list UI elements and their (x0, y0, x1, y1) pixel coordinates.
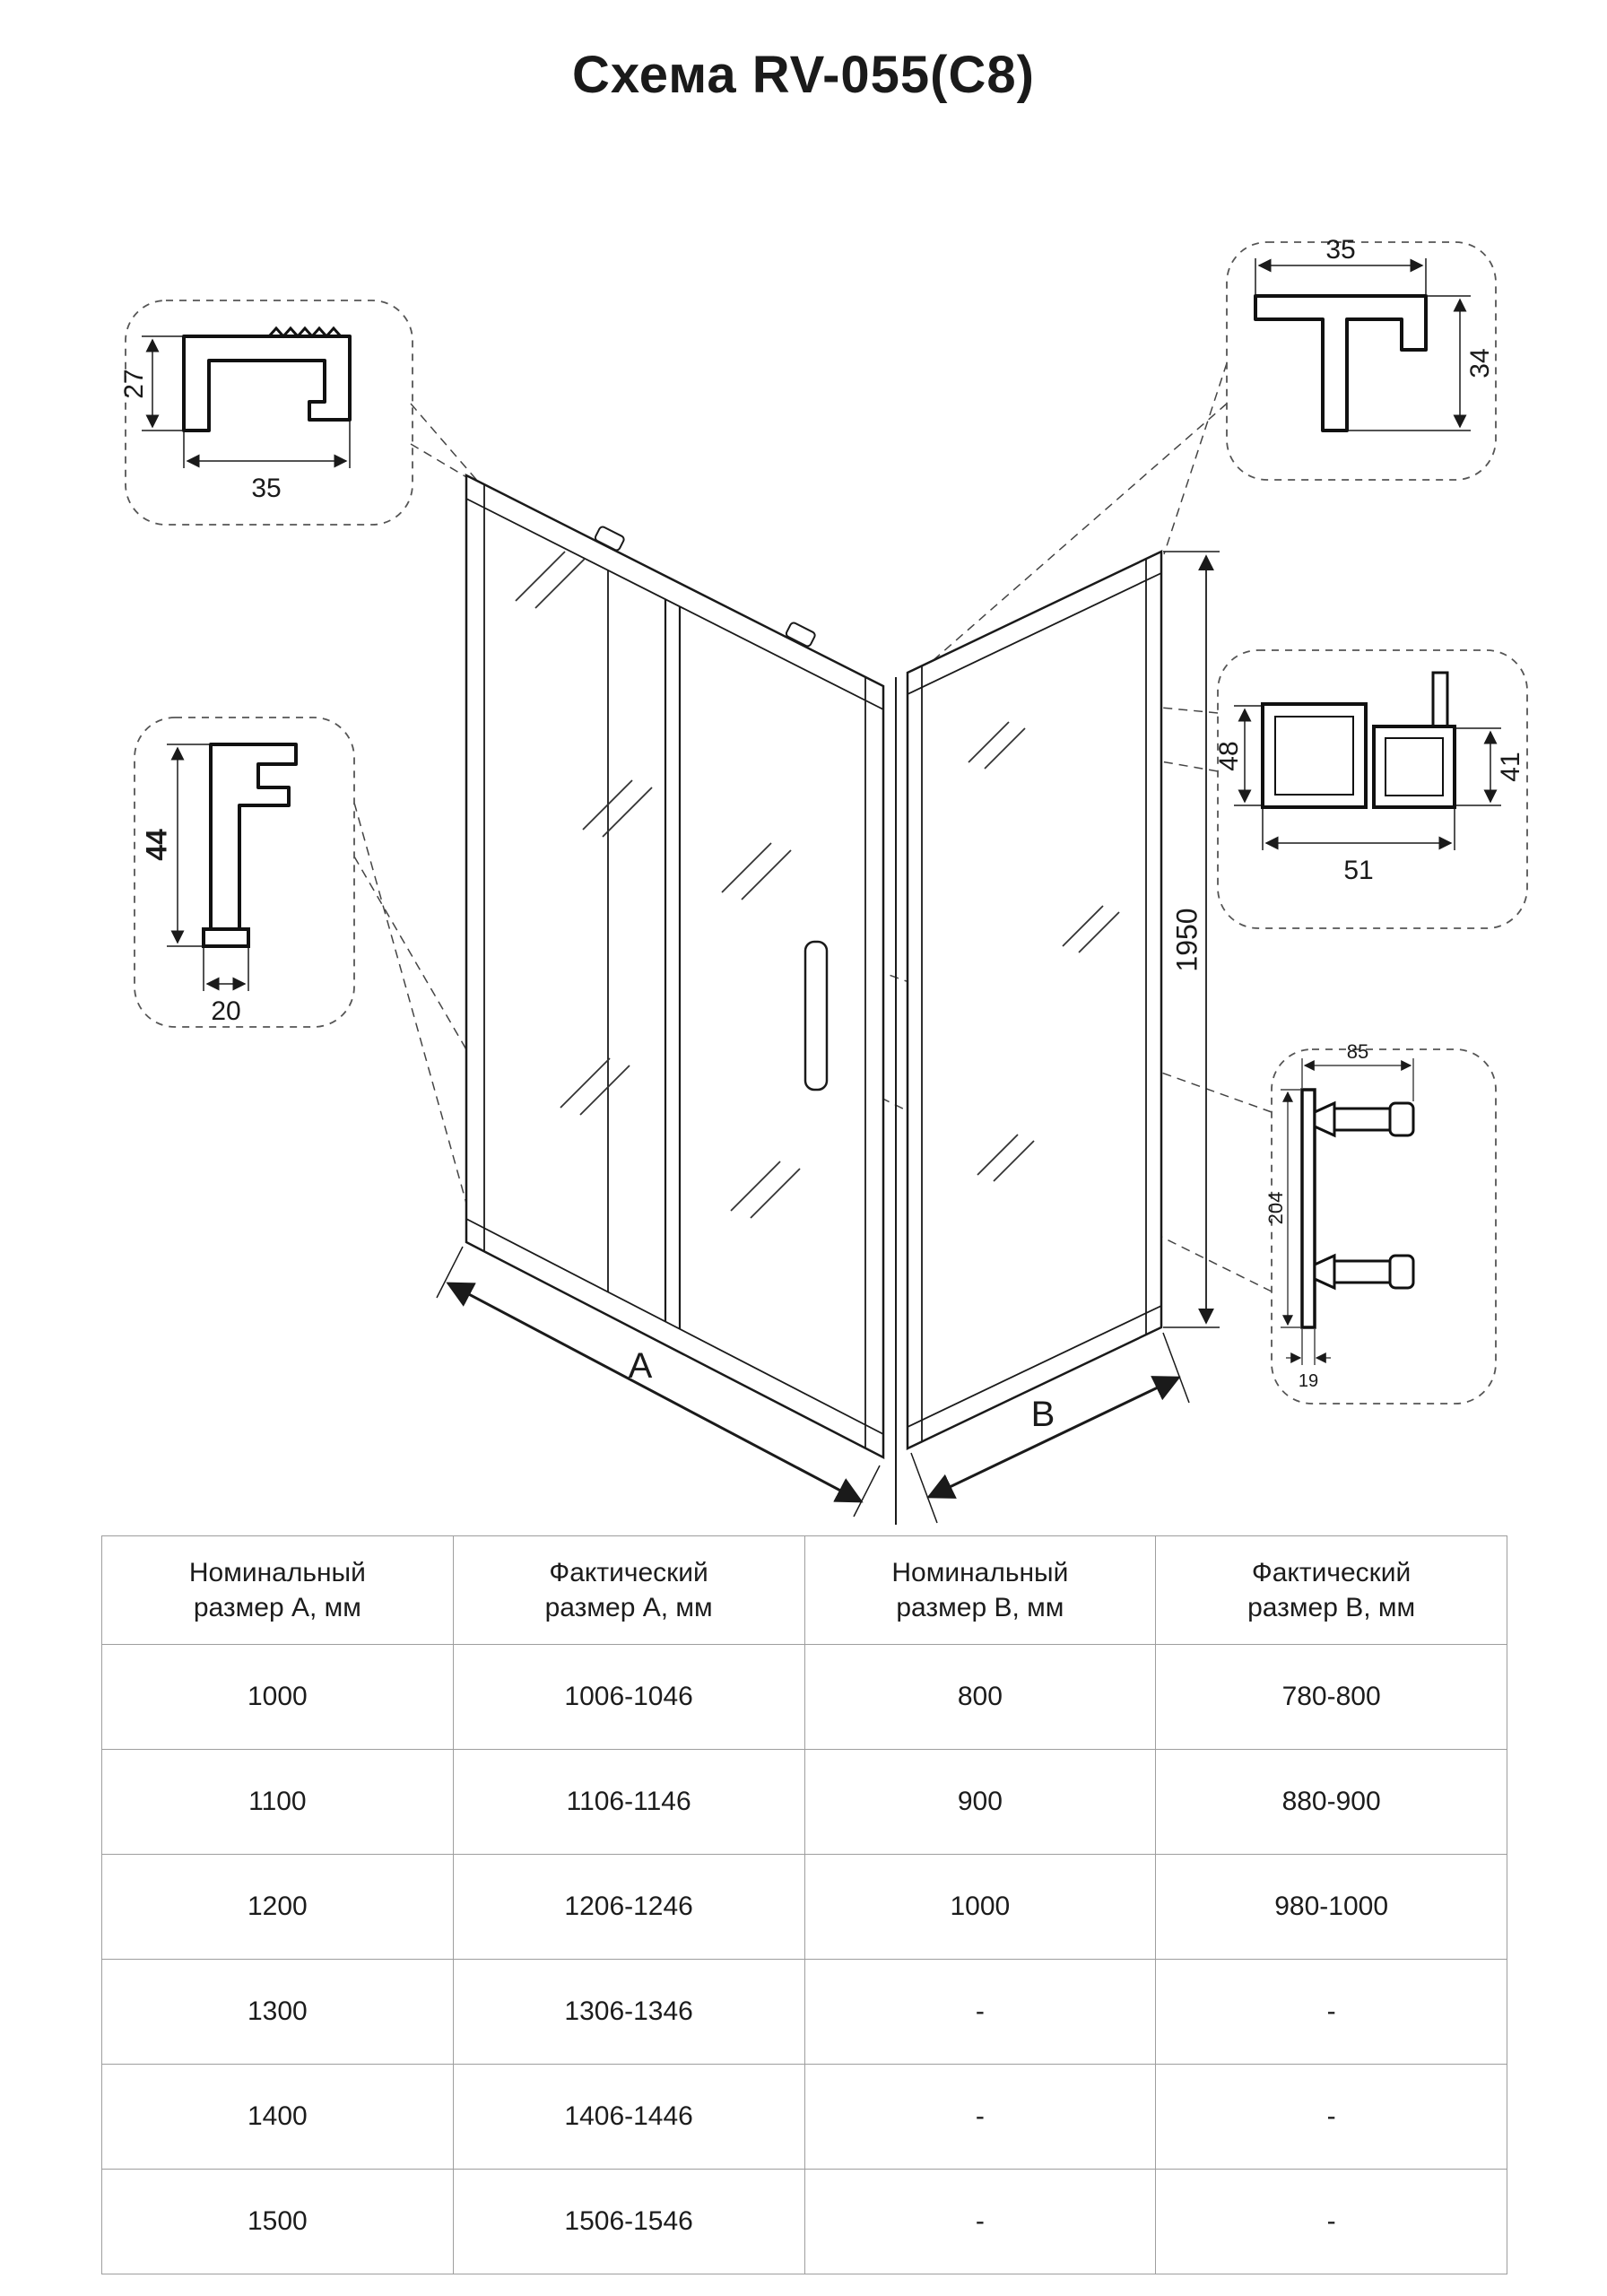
table-cell: - (1155, 1959, 1507, 2065)
door-handle (804, 940, 829, 1091)
glass-shine-marks (515, 551, 1120, 1219)
height-dimension: 1950 (1163, 551, 1220, 1328)
table-cell: 1506-1546 (452, 2169, 805, 2274)
handle-thickness-label: 19 (1299, 1371, 1318, 1391)
table-cell: 1106-1146 (452, 1749, 805, 1855)
table-cell: - (1155, 2169, 1507, 2274)
table-header-nominal-b: Номинальный размер В, мм (804, 1535, 1157, 1645)
wall-profile-height-label: 34 (1465, 348, 1495, 378)
table-cell: 1500 (101, 2169, 454, 2274)
table-header-actual-a: Фактический размер А, мм (452, 1535, 805, 1645)
shower-scheme-diagram: 1950 A B 27 35 (119, 235, 1528, 1525)
corner-left-height-label: 48 (1214, 741, 1244, 770)
table-cell: 1406-1446 (452, 2064, 805, 2170)
table-row: 1500 1506-1546 - - (101, 2169, 1507, 2274)
table-cell: 1300 (101, 1959, 454, 2065)
table-cell: - (804, 2169, 1157, 2274)
callout-handle-detail: 85 204 19 (1264, 1040, 1497, 1405)
front-panel (465, 473, 885, 1460)
bottom-rail-width-label: 20 (211, 996, 240, 1026)
corner-width-label: 51 (1343, 856, 1373, 885)
table-cell: 980-1000 (1155, 1854, 1507, 1960)
width-dimension-a-label: A (629, 1346, 653, 1386)
table-cell: 1006-1046 (452, 1644, 805, 1750)
table-header-actual-b: Фактический размер В, мм (1155, 1535, 1507, 1645)
table-cell: 780-800 (1155, 1644, 1507, 1750)
handle-width-label: 85 (1347, 1040, 1368, 1063)
size-table: Номинальный размер А, мм Фактический раз… (101, 1535, 1507, 2274)
handle-length-label: 204 (1264, 1192, 1287, 1225)
height-dimension-label: 1950 (1170, 908, 1203, 971)
table-header-nominal-a: Номинальный размер А, мм (101, 1535, 454, 1645)
table-cell: - (1155, 2064, 1507, 2170)
width-dimension-a: A (436, 1246, 881, 1518)
depth-dimension-b: B (910, 1332, 1190, 1524)
table-cell: 1306-1346 (452, 1959, 805, 2065)
bottom-rail-height-label: 44 (140, 829, 172, 861)
table-cell: - (804, 1959, 1157, 2065)
table-cell: 800 (804, 1644, 1157, 1750)
corner-right-height-label: 41 (1496, 752, 1525, 781)
side-panel (895, 550, 1163, 1525)
table-cell: 1000 (804, 1854, 1157, 1960)
table-row: 1400 1406-1446 - - (101, 2064, 1507, 2170)
top-rail-width-label: 35 (251, 474, 281, 503)
table-cell: 1400 (101, 2064, 454, 2170)
table-row: 1000 1006-1046 800 780-800 (101, 1644, 1507, 1750)
table-cell: - (804, 2064, 1157, 2170)
table-cell: 1100 (101, 1749, 454, 1855)
table-row: 1300 1306-1346 - - (101, 1959, 1507, 2065)
table-row: 1100 1106-1146 900 880-900 (101, 1749, 1507, 1855)
top-rail-height-label: 27 (119, 369, 149, 398)
depth-dimension-b-label: B (1031, 1395, 1055, 1434)
table-cell: 1200 (101, 1854, 454, 1960)
roller-icon (785, 622, 816, 648)
table-cell: 900 (804, 1749, 1157, 1855)
page-title: Схема RV-055(C8) (572, 46, 1035, 104)
callout-bottom-rail-profile: 44 20 (134, 717, 355, 1028)
callout-wall-profile: 35 34 (1226, 235, 1497, 481)
table-cell: 880-900 (1155, 1749, 1507, 1855)
table-cell: 1206-1246 (452, 1854, 805, 1960)
table-row: 1200 1206-1246 1000 980-1000 (101, 1854, 1507, 1960)
callout-top-rail-profile: 27 35 (119, 300, 413, 526)
roller-icon (594, 526, 625, 552)
callout-corner-profile: 48 41 51 (1214, 649, 1528, 929)
table-header-row: Номинальный размер А, мм Фактический раз… (101, 1535, 1507, 1645)
table-cell: 1000 (101, 1644, 454, 1750)
wall-profile-width-label: 35 (1325, 235, 1355, 265)
